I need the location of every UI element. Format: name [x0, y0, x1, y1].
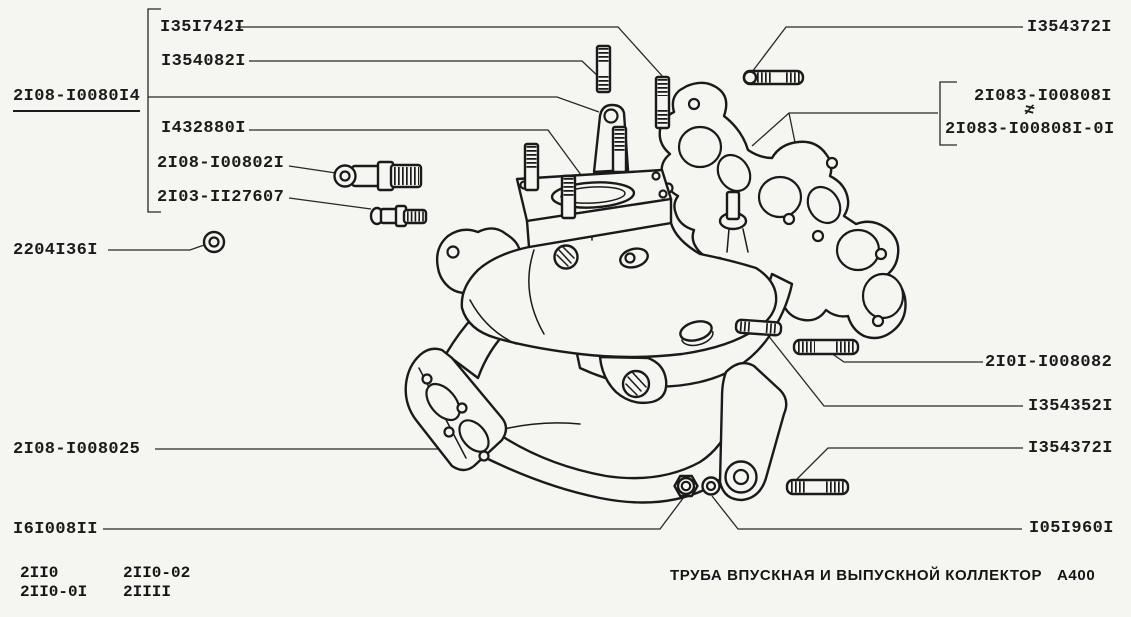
callout-13543721-top: I354372I	[1027, 18, 1112, 37]
union-2108-1008021-part	[333, 160, 423, 192]
flange-bolt-hole	[478, 450, 490, 462]
carb-flange-studs	[523, 125, 628, 220]
callout-22041361: 2204I36I	[13, 241, 98, 260]
callout-2108-1008025: 2I08-I008025	[13, 440, 141, 459]
model-code-2110: 2II0	[20, 564, 59, 582]
gasket-bolt-hole	[825, 156, 839, 170]
gasket-port-3	[757, 175, 803, 219]
left-bracket	[147, 8, 161, 213]
callout-2108-1008021: 2I08-I00802I	[157, 154, 285, 173]
leader-assembly	[148, 96, 600, 113]
hardware	[202, 44, 860, 498]
gasket-bolt-hole	[687, 97, 701, 111]
runner-line-1	[469, 299, 517, 345]
model-code-2110-01: 2II0-0I	[20, 583, 88, 601]
sheet-code: A400	[1057, 567, 1096, 584]
callout-assembly: 2I08-I0080I4	[13, 87, 141, 112]
leader-lines	[103, 8, 1023, 530]
small-boss-hole	[624, 252, 636, 264]
model-code-2110-02: 2II0-02	[123, 564, 191, 582]
manifold-gasket	[658, 81, 907, 340]
leader-2103-1127607	[288, 197, 372, 210]
leader-16100811	[103, 496, 685, 530]
leader-2101-1008082	[830, 352, 983, 363]
gasket-port-6	[861, 272, 905, 320]
callout-2103-1127607: 2I03-II27607	[157, 188, 285, 207]
stud-2101-1008082-part	[792, 338, 860, 356]
exhaust-runner-highlight	[499, 422, 581, 431]
gasket-bolt-hole	[871, 314, 885, 328]
leader-10519601	[711, 495, 1022, 530]
model-code-21111: 2IIII	[123, 583, 172, 601]
gasket-bolt-hole	[874, 247, 888, 261]
flange-bolt-hole	[443, 426, 455, 438]
gasket-bolt-hole	[782, 212, 796, 226]
flange-dot	[658, 189, 668, 199]
flange-dot	[651, 171, 661, 181]
gasket-port-5	[835, 228, 881, 272]
stud-13543721-top-part	[742, 69, 805, 86]
stud-13543721-lower-part	[785, 478, 850, 496]
leader-13543721-lower	[791, 447, 1023, 485]
callout-13543721-lower: I354372I	[1028, 439, 1113, 458]
neck-hole	[446, 245, 460, 259]
carb-flange-front	[525, 197, 673, 249]
leader-13540821	[249, 60, 602, 80]
gasket-port-4	[806, 185, 842, 225]
callout-14328801: I432880I	[161, 119, 246, 138]
flange-bolt-hole	[421, 373, 433, 385]
callout-21083-1008081: 2I083-I00808I	[974, 87, 1112, 106]
lobe-port-thread	[625, 372, 647, 396]
right-bracket	[939, 81, 957, 146]
leader-13543721-top	[751, 26, 1023, 73]
exhaust-port-oval-1	[425, 382, 461, 422]
outlet-flange-hole	[732, 468, 750, 486]
union-2103-1127607-part	[369, 204, 428, 228]
boss-stem	[726, 228, 749, 253]
nut-part	[673, 474, 699, 498]
leader-22041361	[108, 243, 208, 251]
stud-13543521-part	[734, 318, 783, 337]
callout-13517421: I35I742I	[160, 18, 245, 37]
callout-13540821: I354082I	[161, 52, 246, 71]
tower-hole	[603, 108, 619, 124]
union-hole-thread	[556, 246, 575, 267]
right-mount-stud	[725, 190, 741, 221]
exhaust-port-oval-2	[458, 419, 490, 453]
stud-13540821-part	[595, 44, 612, 94]
flange-bolt-hole	[456, 402, 468, 414]
gasket-bolt-hole	[811, 229, 825, 243]
leader-21083	[751, 112, 938, 147]
lobe-port	[621, 369, 651, 399]
stud-13517421-part	[654, 75, 671, 130]
callout-21083-1008081-01: 2I083-I00808I-0I	[945, 120, 1115, 139]
runner-line-2	[528, 249, 545, 335]
leader-2108-1008021	[288, 165, 337, 174]
gasket-port-2	[716, 153, 752, 193]
callout-16100811: I6I008II	[13, 520, 98, 539]
sheet-title: ТРУБА ВПУСКНАЯ И ВЫПУСКНОЙ КОЛЛЕКТОР	[670, 567, 1043, 584]
gasket-port-1	[677, 125, 723, 169]
washer-22041361-part	[202, 230, 226, 254]
core-plug-part	[679, 320, 714, 347]
callout-2101-1008082: 2I0I-I008082	[985, 353, 1113, 372]
washer-10519601-part	[701, 476, 721, 496]
callout-13543521: I354352I	[1028, 397, 1113, 416]
leader-13517421	[237, 26, 665, 79]
leader-13543521	[766, 333, 1023, 407]
callout-10519601: I05I960I	[1029, 519, 1114, 538]
